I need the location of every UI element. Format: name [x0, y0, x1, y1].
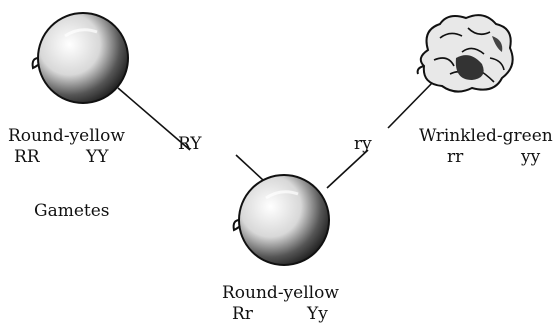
- right-gamete: ry: [354, 134, 372, 154]
- left-parent-genotype-y: YY: [86, 147, 109, 167]
- left-parent-phenotype: Round-yellow: [8, 126, 125, 146]
- left-parent-line: [117, 87, 191, 151]
- right-offspring-line: [326, 149, 369, 189]
- gametes-label: Gametes: [34, 201, 110, 221]
- round-pea-icon: [31, 12, 129, 104]
- right-parent-phenotype: Wrinkled-green: [419, 126, 553, 146]
- offspring-genotype-y: Yy: [307, 304, 328, 324]
- right-parent-line: [387, 79, 436, 129]
- round-pea-icon: [232, 174, 330, 266]
- left-gamete: RY: [178, 134, 202, 154]
- right-parent-genotype-y: yy: [521, 147, 541, 167]
- right-parent-genotype-r: rr: [447, 147, 464, 167]
- offspring-genotype-r: Rr: [232, 304, 253, 324]
- offspring-phenotype: Round-yellow: [222, 283, 339, 303]
- left-parent-genotype-r: RR: [14, 147, 40, 167]
- wrinkled-pea-icon: [416, 14, 514, 93]
